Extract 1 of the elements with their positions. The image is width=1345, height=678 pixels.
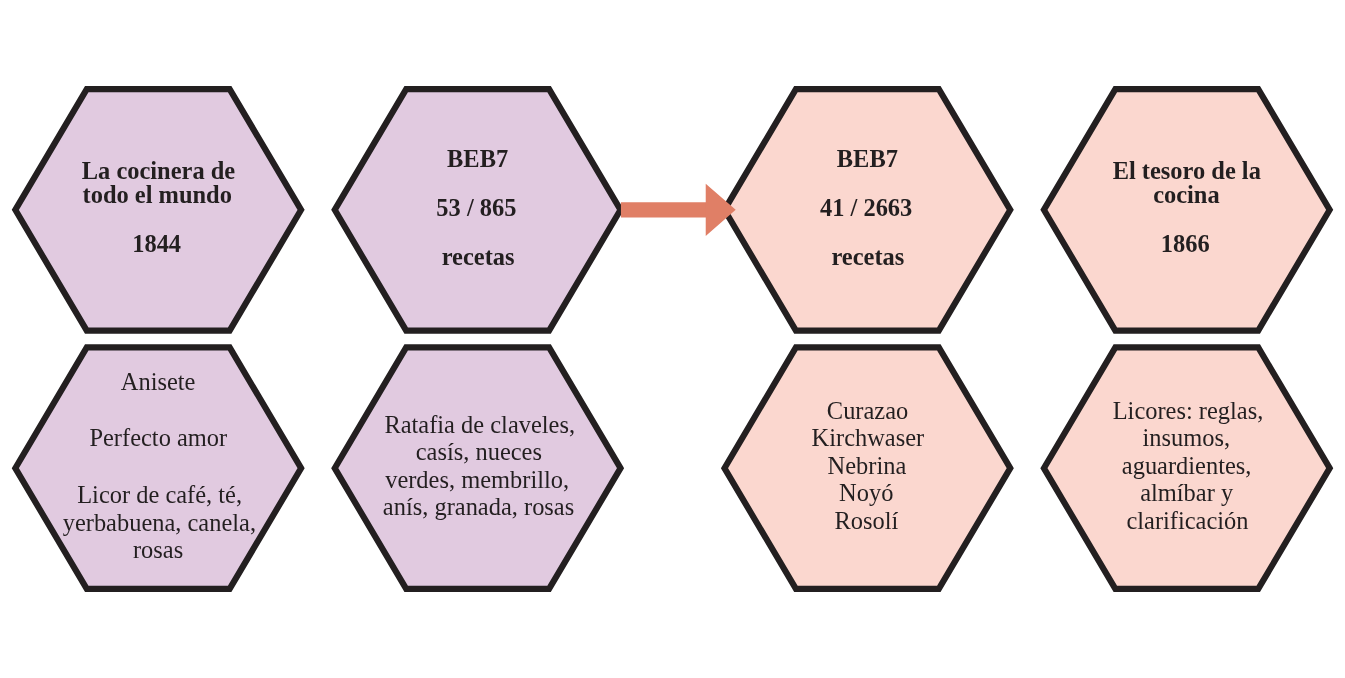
arrow	[620, 183, 736, 237]
